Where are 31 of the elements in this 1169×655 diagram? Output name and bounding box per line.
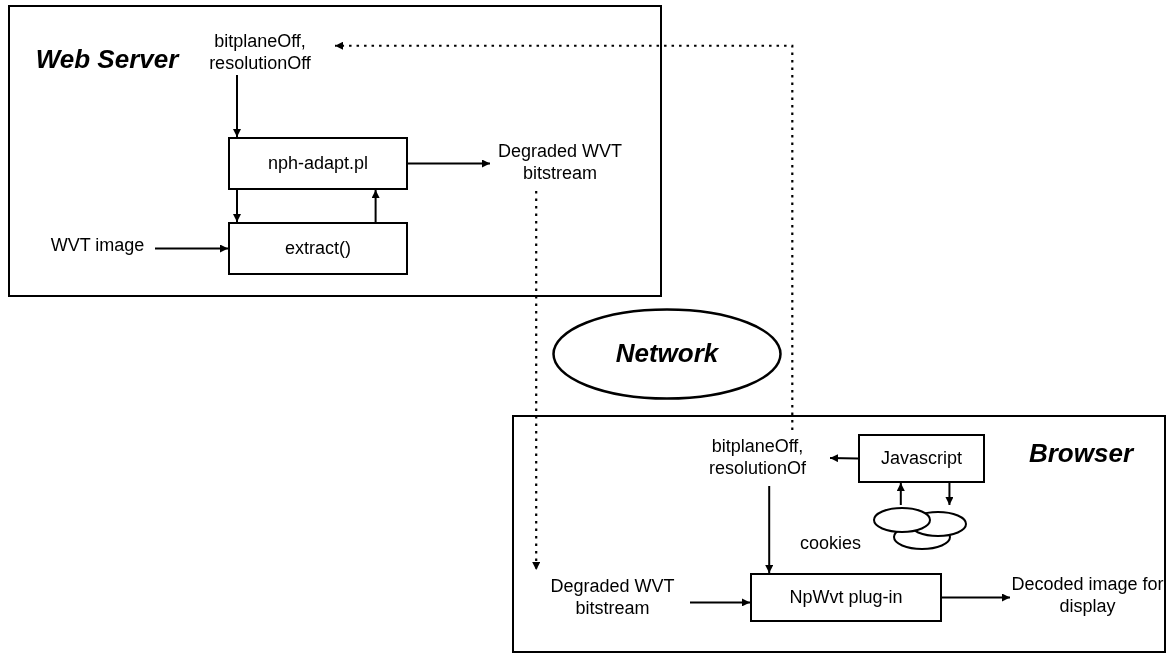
arrow — [407, 159, 491, 168]
arrow — [154, 244, 229, 253]
process-box: extract() — [228, 222, 408, 275]
flow-label: WVT image — [40, 232, 155, 260]
arrow — [941, 593, 1011, 602]
system-boundary-box — [512, 415, 1166, 653]
arrow — [335, 41, 794, 430]
network-label: Network — [615, 339, 719, 369]
system-boundary-box — [8, 5, 662, 297]
arrow — [829, 454, 859, 463]
flow-label: Decoded image for display — [1010, 568, 1165, 624]
cookies-drawing — [872, 505, 968, 551]
arrow — [233, 189, 241, 223]
section-heading: Browser — [1027, 439, 1136, 469]
flow-label: Degraded WVT bitstream — [535, 570, 690, 626]
process-box: nph-adapt.pl — [228, 137, 408, 190]
arrow — [945, 482, 954, 506]
flow-label: Degraded WVT bitstream — [490, 135, 630, 191]
arrow — [532, 191, 541, 570]
arrow — [689, 598, 751, 607]
flow-label: bitplaneOff, resolutionOf — [685, 430, 830, 486]
arrow — [896, 482, 905, 506]
flow-label: bitplaneOff, resolutionOff — [185, 30, 335, 75]
arrow — [233, 74, 241, 138]
network-ellipse — [552, 308, 782, 400]
section-heading: Web Server — [34, 45, 181, 75]
process-box: Javascript — [858, 434, 985, 483]
process-box: NpWvt plug-in — [750, 573, 942, 622]
cookies-label: cookies — [800, 533, 862, 555]
arrow — [765, 485, 774, 574]
arrow — [371, 189, 380, 223]
